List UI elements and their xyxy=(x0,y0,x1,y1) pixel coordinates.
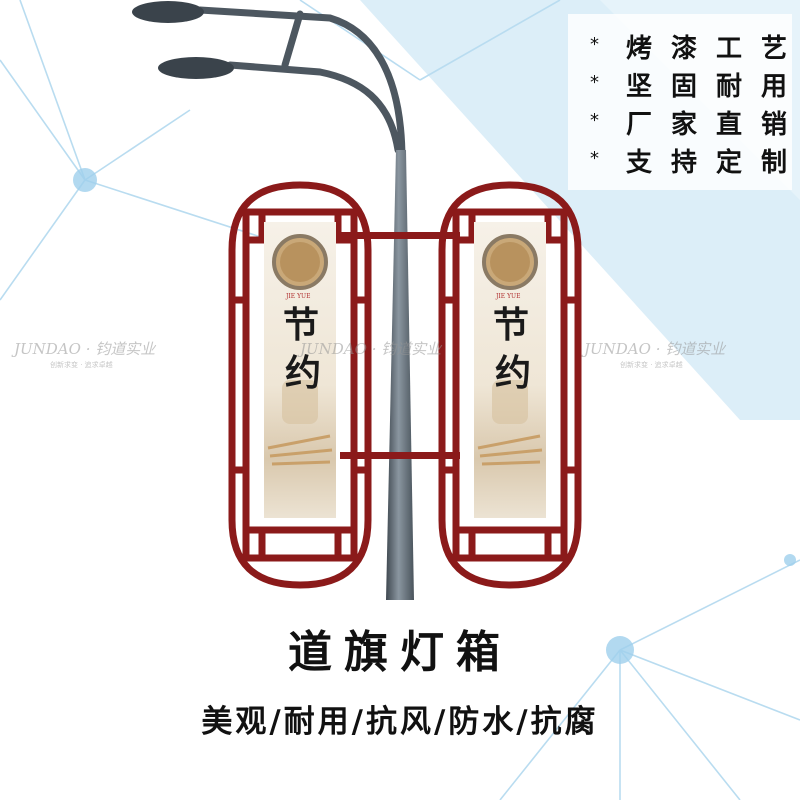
product-title: 道旗灯箱 xyxy=(288,627,512,678)
bullet-star: * xyxy=(590,72,599,93)
bullet-star: * xyxy=(590,34,599,55)
lamp-pole xyxy=(386,150,414,600)
product-subtitle: 美观/耐用/抗风/防水/抗腐 xyxy=(201,704,599,740)
lamp-head-lower xyxy=(158,57,234,79)
feature-item: * 支持定制 xyxy=(590,142,790,178)
watermark-center: JUNDAO · 钧道实业 xyxy=(300,340,442,358)
right-banner-pinyin: JIE YUE xyxy=(496,293,521,300)
left-banner-char-bottom: 约 xyxy=(285,352,322,394)
bullet-star: * xyxy=(590,110,599,131)
watermark-left-tagline: 创新求变 · 追求卓越 xyxy=(50,361,113,369)
lamp-head-upper xyxy=(132,1,204,23)
left-banner-char-top: 节 xyxy=(283,304,320,346)
feature-text: 坚固耐用 xyxy=(626,72,800,102)
right-banner-char-bottom: 约 xyxy=(495,352,532,394)
bullet-star: * xyxy=(590,148,599,169)
watermark-left: JUNDAO · 钧道实业 xyxy=(14,340,156,358)
right-banner-char-top: 节 xyxy=(493,304,530,346)
lamp-arms xyxy=(196,6,406,164)
watermark-right: JUNDAO · 钧道实业 xyxy=(584,340,726,358)
left-banner-pinyin: JIE YUE xyxy=(286,293,311,300)
feature-item: * 厂家直销 xyxy=(590,104,790,140)
feature-item: * 坚固耐用 xyxy=(590,66,790,102)
feature-text: 厂家直销 xyxy=(626,110,800,140)
watermark-right-tagline: 创新求变 · 追求卓越 xyxy=(620,361,683,369)
feature-item: * 烤漆工艺 xyxy=(590,28,790,64)
feature-list: * 烤漆工艺 * 坚固耐用 * 厂家直销 * 支持定制 xyxy=(568,14,792,190)
feature-text: 支持定制 xyxy=(626,148,800,178)
feature-text: 烤漆工艺 xyxy=(626,34,800,64)
